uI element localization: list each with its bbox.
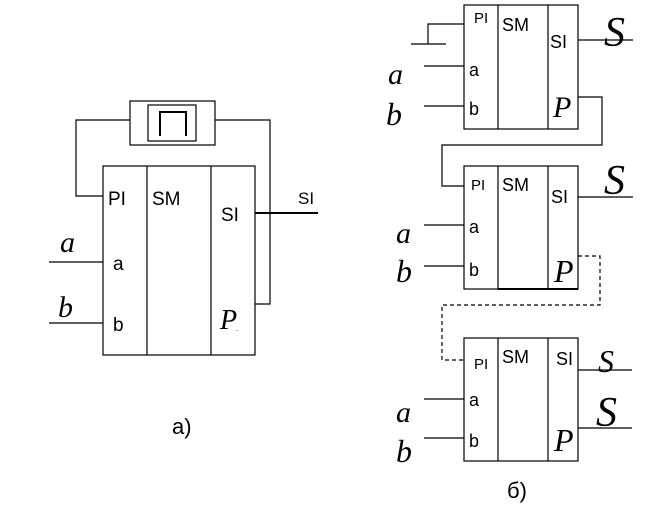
input-a-label: a bbox=[469, 390, 480, 410]
input-a-label: a bbox=[469, 217, 480, 237]
input-b-label: b bbox=[469, 260, 479, 280]
signal-s-label: S bbox=[604, 10, 625, 56]
signal-a-label: a bbox=[60, 226, 75, 259]
carry-out-label: P bbox=[219, 305, 237, 336]
delay-element-inner bbox=[147, 104, 197, 142]
adder-name-label: SM bbox=[502, 15, 529, 35]
adder-name-label: SM bbox=[502, 347, 529, 367]
sum-out-label: SI bbox=[551, 187, 568, 207]
sum-out-label: SI bbox=[550, 32, 567, 52]
carry-in-ground-wire bbox=[427, 23, 464, 44]
carry-wire-2-3-dashed bbox=[441, 255, 601, 361]
input-b-label: b bbox=[113, 315, 124, 336]
carry-out-subscript: . bbox=[236, 324, 238, 333]
carry-in-label: PI bbox=[474, 10, 488, 27]
signal-a-label: a bbox=[388, 58, 403, 91]
signal-s-label: S bbox=[604, 158, 625, 204]
input-b-label: b bbox=[469, 431, 479, 451]
carry-in-label: PI bbox=[108, 189, 126, 210]
sum-out-label: SI bbox=[221, 205, 239, 226]
output-signal-label: SI bbox=[298, 189, 314, 208]
adder-stage-1: PI SM SI a b P a b S bbox=[386, 4, 633, 132]
carry-out-label: P bbox=[553, 253, 574, 289]
signal-b-label: b bbox=[58, 291, 73, 324]
signal-b-label: b bbox=[396, 253, 412, 289]
carry-in-label: PI bbox=[471, 177, 485, 194]
adder-name-label: SM bbox=[152, 189, 181, 210]
caption-b: б) bbox=[507, 478, 527, 503]
signal-b-label: b bbox=[396, 433, 412, 469]
carry-in-label: PI bbox=[474, 356, 488, 373]
carry-in-wire bbox=[75, 119, 130, 197]
carry-out-label: P bbox=[552, 91, 571, 124]
signal-b-label: b bbox=[386, 96, 402, 132]
carry-wire-1-2 bbox=[441, 96, 603, 187]
signal-s-label: S bbox=[598, 343, 614, 379]
adder-stage-2: PI SM SI a b P a b S bbox=[396, 158, 633, 290]
sum-out-label: SI bbox=[556, 349, 573, 369]
carry-out-label: P bbox=[553, 422, 574, 458]
adder-block bbox=[463, 337, 579, 462]
figure-b: PI SM SI a b P a b S PI SM SI a b bbox=[386, 4, 633, 503]
input-a-label: a bbox=[113, 254, 124, 275]
input-b-label: b bbox=[469, 99, 479, 119]
adder-block bbox=[463, 165, 579, 290]
adder-block bbox=[102, 165, 256, 356]
signal-s-carry-label: S bbox=[596, 390, 617, 436]
adder-stage-3: PI SM SI a b P a b S S bbox=[396, 337, 632, 469]
caption-a: а) bbox=[172, 414, 192, 439]
signal-a-label: a bbox=[396, 217, 411, 250]
adder-block bbox=[463, 4, 579, 130]
figure-a: PI SM SI a b P . a b SI а) bbox=[49, 100, 318, 439]
input-a-label: a bbox=[469, 60, 480, 80]
pulse-symbol-icon bbox=[159, 111, 187, 136]
adder-name-label: SM bbox=[502, 175, 529, 195]
signal-a-label: a bbox=[396, 396, 411, 429]
